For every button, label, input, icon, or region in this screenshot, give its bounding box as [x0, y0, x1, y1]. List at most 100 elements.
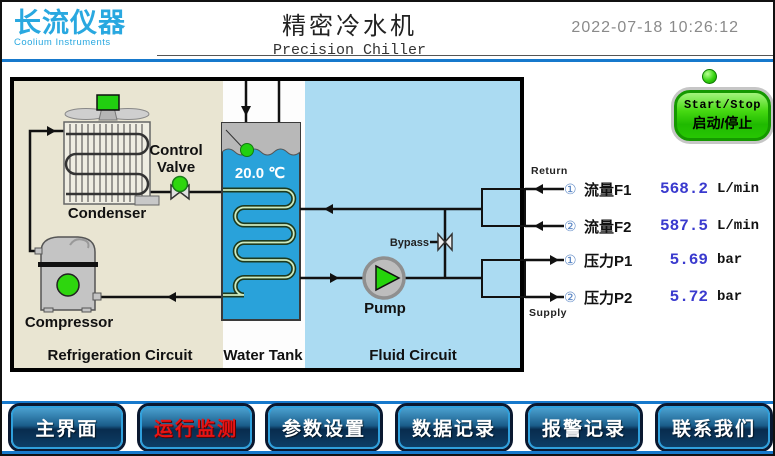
reading-flow-f2: ② 流量F2 587.5 L/min — [564, 215, 769, 237]
start-stop-label-cn: 启动/停止 — [692, 115, 753, 131]
sensor-index-badge: ② — [564, 217, 577, 234]
valve-status-light — [171, 175, 189, 193]
compressor-status-light — [56, 273, 80, 297]
nav-divider-bottom — [2, 451, 773, 454]
supply-tag: Supply — [529, 307, 568, 319]
reading-unit: L/min — [717, 218, 760, 234]
logo-subtitle: Coolium Instruments — [14, 37, 111, 48]
reading-unit: L/min — [717, 181, 760, 197]
supply-arrow-icon — [550, 292, 559, 302]
nav-button-label: 运行监测 — [153, 419, 238, 440]
compressor: Compressor — [25, 236, 114, 331]
tank-coil-highlight — [223, 189, 295, 296]
logo: 长流仪器 Coolium Instruments — [14, 9, 126, 48]
header: 长流仪器 Coolium Instruments 精密冷水机 Precision… — [2, 2, 773, 62]
system-diagram: Condenser Control Valve Compressor — [10, 77, 564, 372]
compressor-foot — [81, 307, 92, 313]
nav-button-main[interactable]: 主界面 — [11, 406, 123, 449]
compressor-nozzle — [92, 292, 102, 301]
compressor-label: Compressor — [25, 314, 114, 331]
reading-label: 流量F1 — [584, 181, 632, 199]
nav-button-monitoring[interactable]: 运行监测 — [140, 406, 252, 449]
reading-label: 压力P2 — [584, 289, 633, 307]
flow-arrow-icon — [330, 273, 339, 283]
reading-value: 568.2 — [659, 180, 708, 198]
control-valve-label-1: Control — [149, 142, 202, 159]
page-title-cn: 精密冷水机 — [282, 13, 417, 40]
condenser-coil — [64, 132, 150, 196]
header-accent-line — [2, 59, 773, 62]
reading-pressure-p2: ② 压力P2 5.72 bar — [564, 286, 769, 308]
nav-button-alarm-log[interactable]: 报警记录 — [528, 406, 640, 449]
pump-impeller-icon — [375, 264, 401, 292]
pump: Pump — [362, 256, 406, 317]
supply-arrow-icon — [550, 255, 559, 265]
run-indicator-light — [702, 69, 717, 84]
fluid-section-bg — [305, 79, 522, 370]
condenser-label: Condenser — [68, 205, 147, 222]
nav-divider-top — [2, 401, 773, 404]
start-stop-label-en: Start/Stop — [683, 98, 761, 112]
flow-arrow-icon — [167, 292, 176, 302]
reading-pressure-p1: ① 压力P1 5.69 bar — [564, 249, 769, 271]
sensor-index-badge: ① — [564, 180, 577, 197]
return-tag: Return — [531, 165, 568, 177]
valve-body-icon — [437, 232, 453, 252]
page-title-en: Precision Chiller — [272, 42, 427, 59]
nav-button-label: 数据记录 — [411, 419, 496, 440]
nav-button-contact[interactable]: 联系我们 — [658, 406, 770, 449]
water-tank-section-label: Water Tank — [223, 347, 303, 364]
flow-arrow-icon — [47, 126, 56, 136]
nav-button-data-log[interactable]: 数据记录 — [398, 406, 510, 449]
flow-manifold — [481, 188, 526, 227]
reading-flow-f1: ① 流量F1 568.2 L/min — [564, 178, 769, 200]
compressor-nozzle — [34, 247, 43, 255]
refrigeration-section-label: Refrigeration Circuit — [47, 347, 192, 364]
reading-label: 压力P1 — [584, 252, 633, 270]
return-arrow-icon — [534, 184, 543, 194]
reading-connectors — [525, 187, 564, 299]
return-arrow-icon — [534, 221, 543, 231]
nav-button-label: 主界面 — [35, 419, 99, 440]
compressor-foot — [43, 307, 54, 313]
fluid-section-label: Fluid Circuit — [369, 347, 457, 364]
water-tank: 20.0 ℃ — [221, 122, 301, 321]
start-stop-button[interactable]: Start/Stop 启动/停止 — [674, 90, 771, 141]
logo-title: 长流仪器 — [14, 8, 126, 38]
page-title: 精密冷水机 Precision Chiller — [242, 6, 457, 59]
sensor-index-badge: ② — [564, 288, 577, 305]
tank-temperature-value: 20.0 ℃ — [235, 165, 285, 182]
pressure-manifold — [481, 259, 526, 298]
bypass-valve: Bypass — [390, 232, 453, 252]
compressor-band — [38, 262, 98, 267]
tank-headspace — [222, 123, 300, 155]
control-valve-label-2: Valve — [157, 159, 195, 176]
reading-label: 流量F2 — [584, 218, 632, 236]
sensor-index-badge: ① — [564, 251, 577, 268]
down-arrow-icon — [241, 106, 251, 116]
nav-button-label: 参数设置 — [281, 419, 366, 440]
diagram-frame — [10, 77, 524, 372]
float-arm — [225, 129, 244, 149]
reading-unit: bar — [717, 289, 743, 305]
flow-arrow-icon — [324, 204, 333, 214]
condenser-fins — [69, 124, 143, 202]
datetime-display: 2022-07-18 10:26:12 — [571, 19, 739, 36]
water-line — [221, 148, 301, 156]
condenser: Condenser — [63, 94, 160, 222]
reading-unit: bar — [717, 252, 743, 268]
fan-motor-icon — [96, 94, 120, 111]
control-valve: Control Valve — [149, 142, 203, 201]
level-float-icon — [240, 143, 254, 157]
header-divider — [157, 55, 773, 56]
pump-label: Pump — [364, 300, 406, 317]
nav-button-parameters[interactable]: 参数设置 — [268, 406, 380, 449]
nav-button-label: 联系我们 — [671, 419, 756, 440]
compressor-detail — [69, 238, 90, 249]
bypass-label: Bypass — [390, 237, 429, 249]
reading-value: 587.5 — [659, 217, 708, 235]
nav-button-label: 报警记录 — [541, 419, 626, 440]
reading-value: 5.69 — [669, 251, 708, 269]
reading-value: 5.72 — [669, 288, 708, 306]
